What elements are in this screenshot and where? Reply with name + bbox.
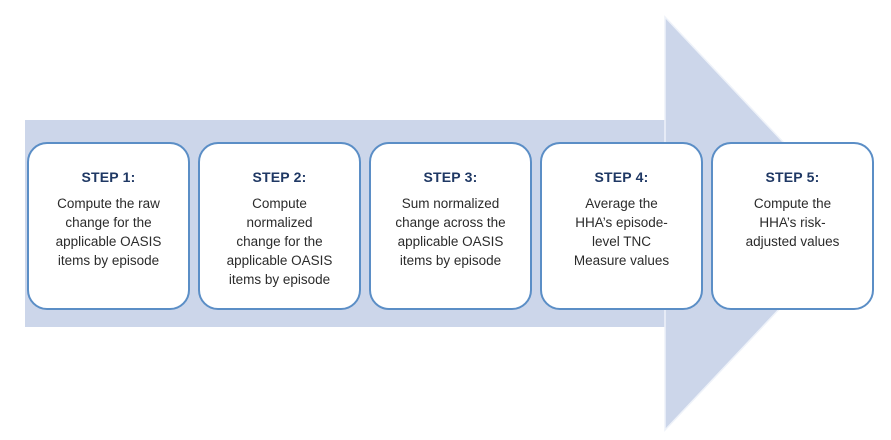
step-title: STEP 5: — [765, 169, 820, 185]
step-box-5: STEP 5: Compute the HHA’s risk- adjusted… — [711, 142, 874, 310]
step-title: STEP 2: — [252, 169, 307, 185]
step-description: Sum normalized change across the applica… — [395, 196, 506, 268]
steps-row: STEP 1: Compute the raw change for the a… — [27, 142, 874, 310]
step-title: STEP 3: — [423, 169, 478, 185]
step-box-1: STEP 1: Compute the raw change for the a… — [27, 142, 190, 310]
step-description: Average the HHA’s episode- level TNC Mea… — [573, 196, 670, 268]
step-box-4: STEP 4: Average the HHA’s episode- level… — [540, 142, 703, 310]
step-description: Compute normalized change for the applic… — [226, 196, 333, 287]
step-title: STEP 4: — [594, 169, 649, 185]
step-title: STEP 1: — [81, 169, 136, 185]
step-description: Compute the raw change for the applicabl… — [55, 196, 162, 268]
step-box-2: STEP 2: Compute normalized change for th… — [198, 142, 361, 310]
step-description: Compute the HHA’s risk- adjusted values — [745, 196, 840, 249]
step-box-3: STEP 3: Sum normalized change across the… — [369, 142, 532, 310]
